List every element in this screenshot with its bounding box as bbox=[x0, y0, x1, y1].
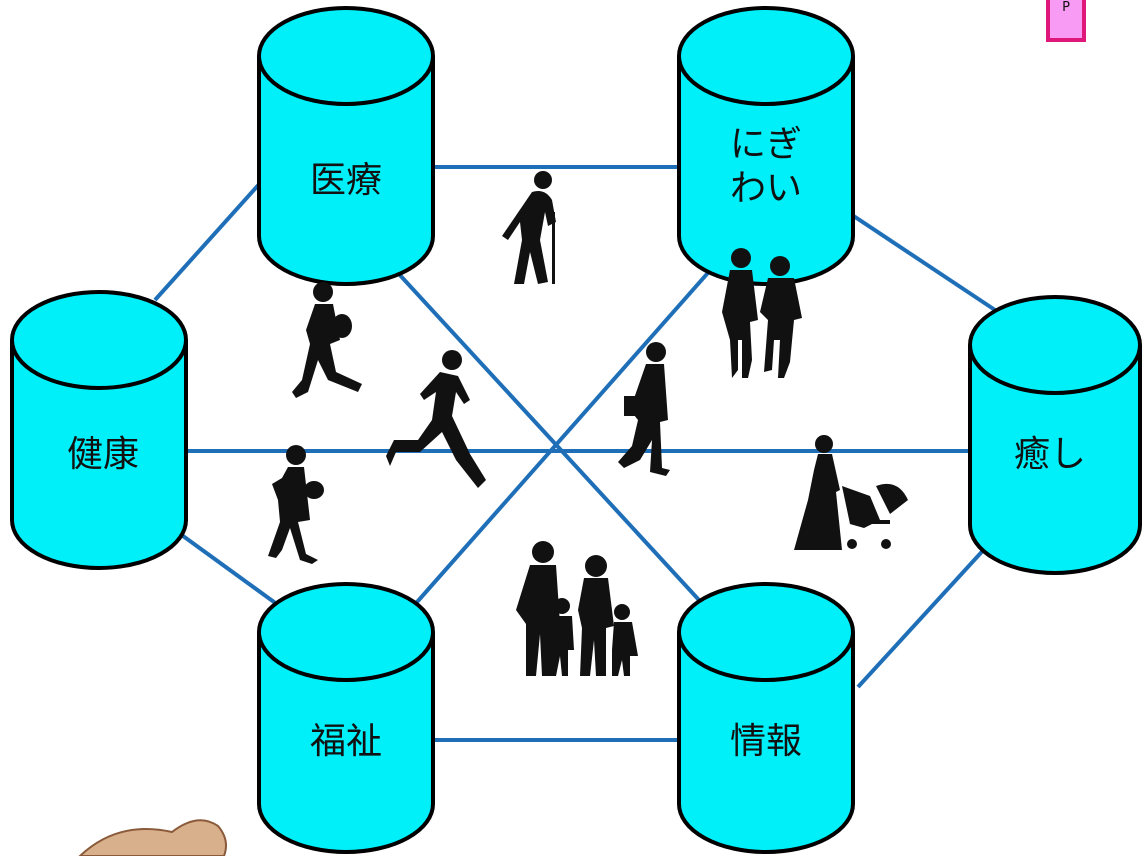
corner-badge-label: P bbox=[1062, 0, 1070, 15]
walking-woman-icon bbox=[292, 282, 362, 398]
cylinder-iryo bbox=[257, 6, 435, 286]
node-label-fukushi: 福祉 bbox=[309, 721, 383, 762]
cylinder-kenko bbox=[10, 290, 188, 570]
walking-man-icon bbox=[618, 342, 670, 476]
silhouettes bbox=[268, 171, 908, 676]
running-woman-icon bbox=[386, 350, 486, 488]
node-label-iryo: 医療 bbox=[309, 160, 383, 201]
cylinder-fukushi bbox=[257, 582, 435, 854]
node-label-nigiwai: にぎ わい bbox=[729, 124, 803, 209]
family-icon bbox=[516, 541, 638, 676]
connector-nigiwai-fukushi bbox=[408, 221, 754, 612]
mascot-icon bbox=[78, 819, 227, 856]
stroller-woman-icon bbox=[794, 435, 908, 550]
corner-badge: P bbox=[1046, 0, 1086, 42]
couple-icon bbox=[722, 248, 802, 378]
connector-iryo-joho bbox=[350, 221, 712, 614]
cylinders bbox=[10, 6, 1142, 854]
cylinder-iyashi bbox=[968, 295, 1142, 575]
connectors bbox=[108, 165, 1034, 742]
connector-iryo-kenko bbox=[153, 179, 264, 302]
phone-woman-icon bbox=[268, 445, 324, 564]
elderly-walker-icon bbox=[502, 171, 556, 284]
node-label-joho: 情報 bbox=[729, 721, 803, 762]
node-label-iyashi: 癒し bbox=[1013, 434, 1087, 475]
cylinder-nigiwai bbox=[677, 6, 855, 286]
node-label-kenko: 健康 bbox=[66, 434, 140, 475]
cylinder-joho bbox=[677, 582, 855, 854]
